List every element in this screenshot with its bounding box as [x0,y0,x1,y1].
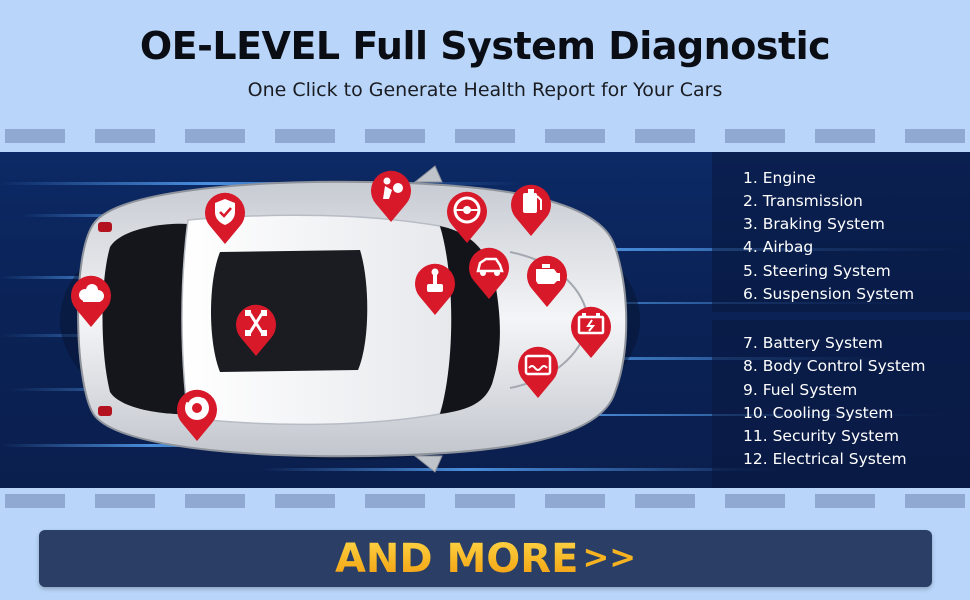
system-item-braking: 3. Braking System [743,215,885,233]
page-title: OE-LEVEL Full System Diagnostic [139,24,831,68]
system-item-cooling: 10. Cooling System [743,404,894,422]
engine-icon [527,255,567,307]
cooling-icon [518,346,558,398]
exhaust-cloud-icon [71,275,111,327]
steering-wheel-icon [447,191,487,243]
and-more-banner: AND MORE>> [39,530,932,587]
shield-security-icon [205,192,245,244]
body-control-icon [469,247,509,299]
systems-panel-2 [712,320,970,488]
system-item-transmission: 2. Transmission [743,192,863,210]
airbag-icon [371,170,411,222]
system-item-battery: 7. Battery System [743,334,883,352]
road-dashes-top [0,129,970,143]
fuel-icon [511,184,551,236]
system-item-electrical: 12. Electrical System [743,450,907,468]
and-more-label: AND MORE [334,536,579,582]
page-subtitle: One Click to Generate Health Report for … [247,79,723,101]
brake-icon [177,389,217,441]
battery-icon [571,306,611,358]
system-item-airbag: 4. Airbag [743,238,814,256]
system-item-engine: 1. Engine [743,169,816,187]
system-item-security: 11. Security System [743,427,899,445]
system-item-fuel: 9. Fuel System [743,381,858,399]
car-top-view [60,165,640,473]
system-item-suspension: 6. Suspension System [743,285,915,303]
system-item-steering: 5. Steering System [743,262,891,280]
system-item-body-control: 8. Body Control System [743,357,926,375]
car-diagnostic-stage [0,152,970,488]
double-chevron-icon: >> [582,538,637,576]
road-dashes-bottom [0,494,970,508]
systems-panel-1 [712,152,970,312]
suspension-icon [236,304,276,356]
transmission-icon [415,263,455,315]
